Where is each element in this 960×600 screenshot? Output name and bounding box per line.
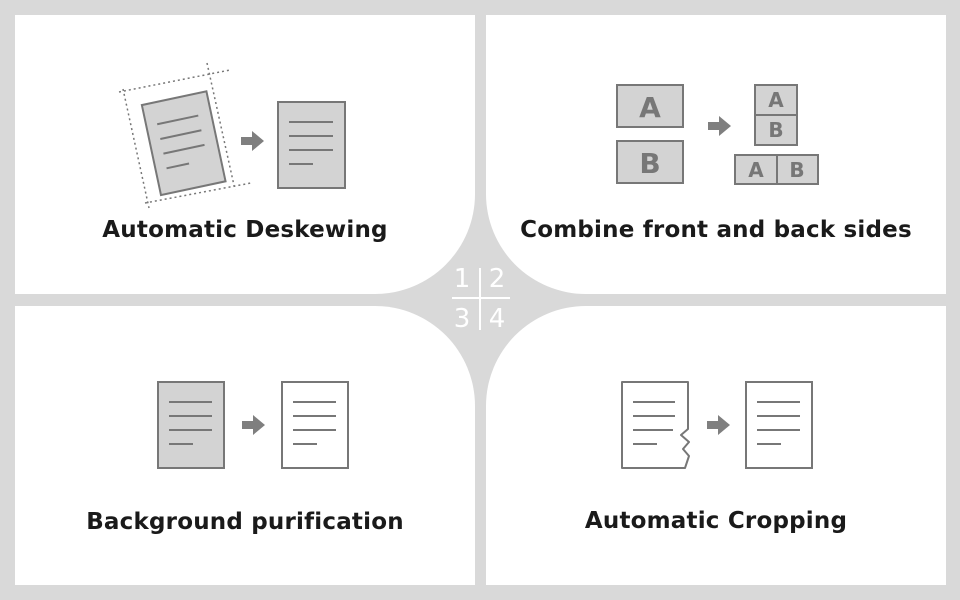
panel-title: Background purification: [86, 509, 404, 535]
background-purification-icon: [157, 381, 349, 469]
panel-title: Automatic Deskewing: [102, 217, 388, 243]
letter-a: A: [748, 158, 764, 182]
automatic-cropping-icon: [621, 381, 813, 469]
letter-b: B: [639, 147, 660, 180]
panel-number-2: 2: [488, 264, 506, 294]
letter-b: B: [789, 158, 804, 182]
letter-b: B: [768, 118, 783, 142]
panel-number-3: 3: [453, 304, 471, 334]
panel-background-purification: Background purification: [15, 306, 475, 585]
number-divider-vertical: [479, 268, 481, 330]
panel-automatic-cropping: Automatic Cropping: [486, 306, 946, 585]
panel-title: Automatic Cropping: [584, 508, 848, 534]
panel-number-4: 4: [488, 304, 506, 334]
deskew-icon: [118, 62, 346, 209]
letter-a: A: [639, 91, 661, 124]
panel-title: Combine front and back sides: [520, 217, 912, 243]
panel-automatic-deskewing: Automatic Deskewing: [15, 15, 475, 294]
combine-sides-icon: A B A B A B: [616, 84, 819, 185]
panel-combine-sides: A B A B A B Combine front and back sides: [486, 15, 946, 294]
letter-a: A: [768, 88, 784, 112]
number-divider-horizontal: [452, 297, 510, 299]
panel-number-1: 1: [453, 264, 471, 294]
